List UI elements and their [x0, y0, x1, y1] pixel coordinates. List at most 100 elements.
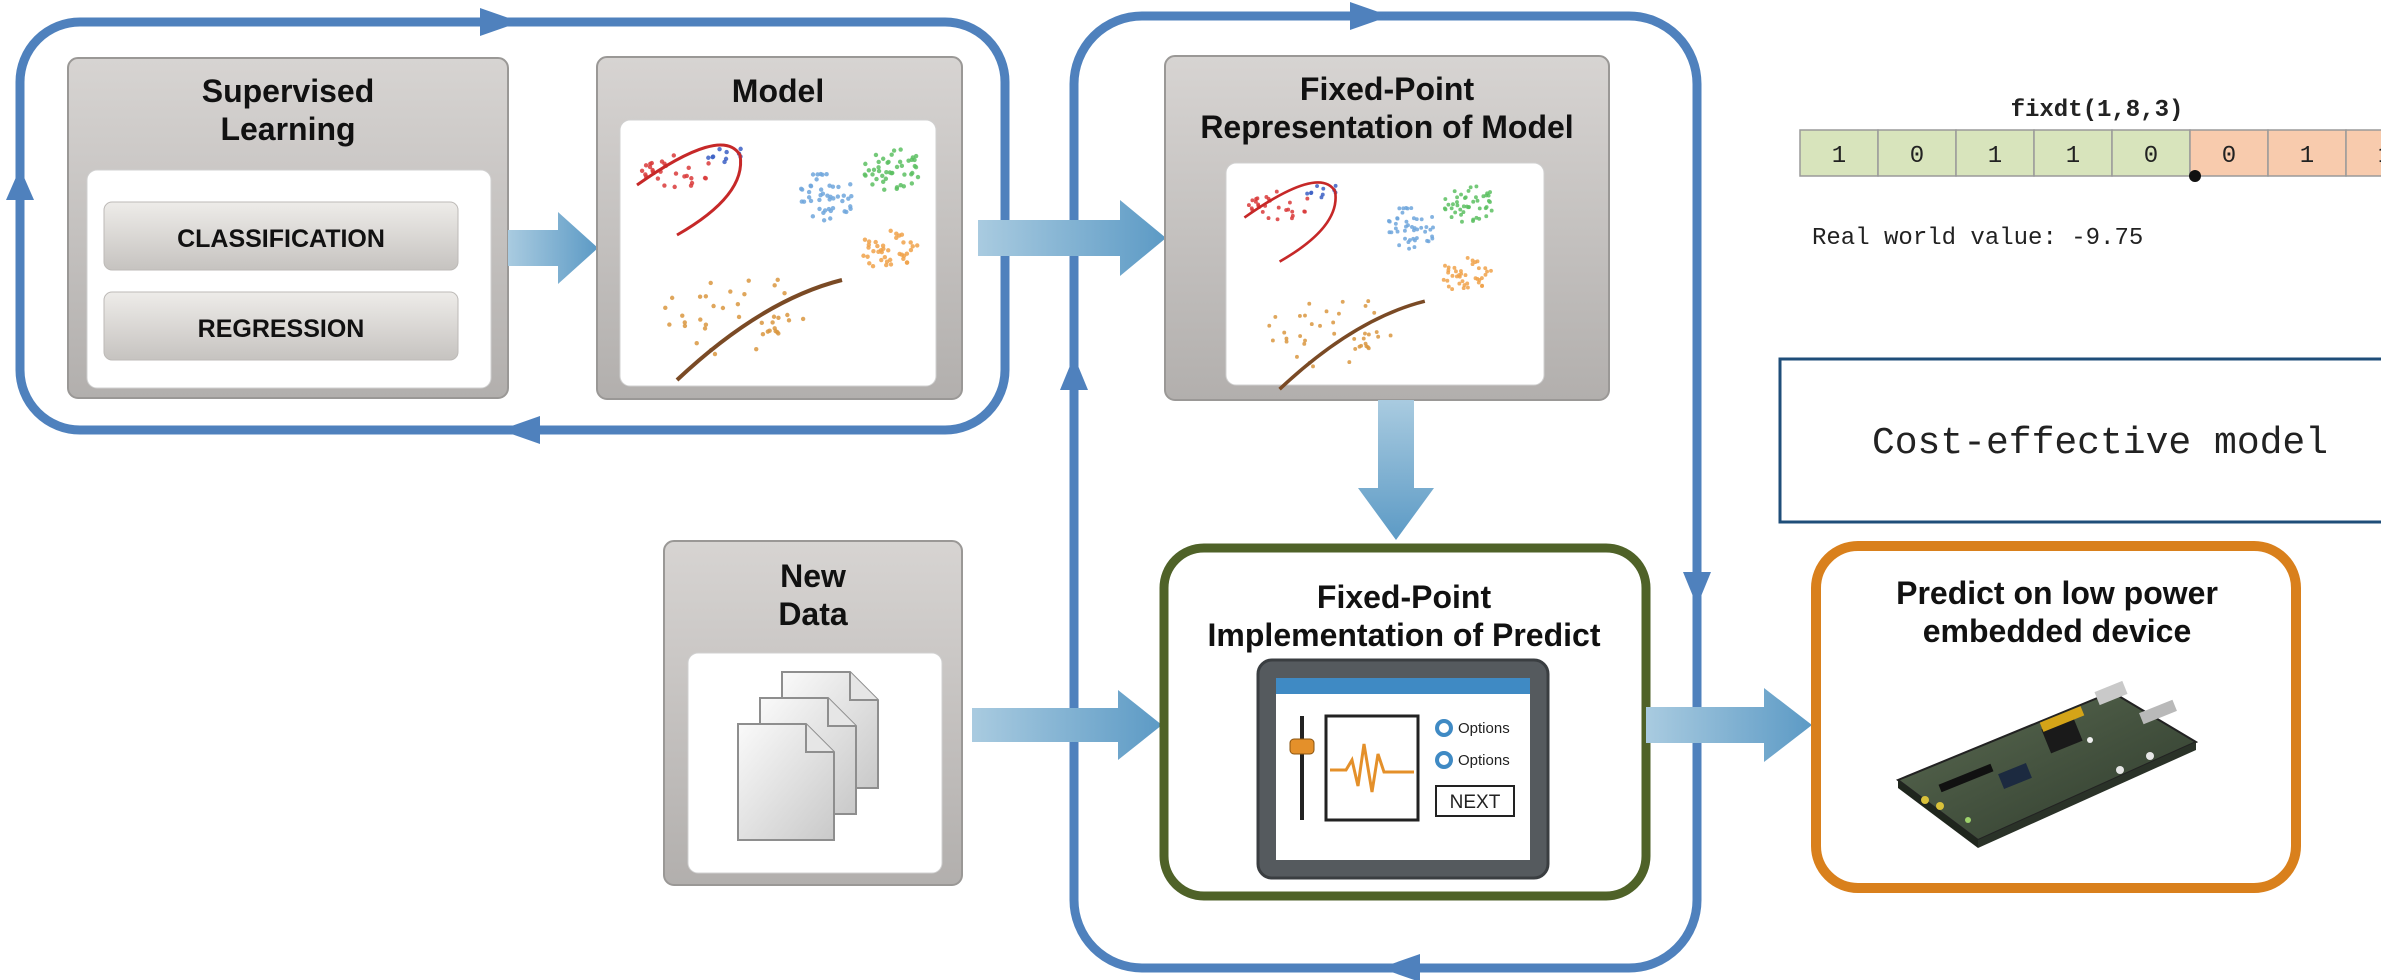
scatter-point — [708, 280, 713, 286]
arrow-model-to-fixed-point — [978, 200, 1166, 276]
scatter-point — [1405, 206, 1410, 211]
scatter-point — [1450, 287, 1455, 292]
scatter-point — [1446, 202, 1451, 207]
scatter-point — [915, 174, 921, 180]
classification-label: CLASSIFICATION — [177, 225, 385, 253]
scatter-point — [1372, 310, 1377, 315]
scatter-point — [710, 154, 716, 159]
scatter-point — [1404, 219, 1409, 224]
scatter-point — [746, 278, 751, 283]
scatter-point — [1395, 216, 1400, 221]
scatter-point — [662, 183, 667, 188]
scatter-point — [673, 171, 679, 176]
scatter-point — [1470, 262, 1475, 267]
scatter-point — [897, 233, 902, 238]
model-box: Model — [596, 56, 963, 400]
scatter-point — [879, 257, 884, 263]
scatter-point — [882, 187, 887, 192]
scatter-point — [1324, 309, 1329, 314]
model-title: Model — [732, 73, 824, 109]
bit-cell — [1955, 129, 2035, 177]
scatter-point — [775, 277, 780, 283]
scatter-point — [1457, 273, 1461, 278]
scatter-point — [717, 146, 722, 152]
bit-value: 0 — [2144, 143, 2158, 170]
scatter-point — [760, 332, 766, 337]
scatter-point — [1419, 225, 1424, 230]
scatter-point — [1290, 213, 1295, 218]
scatter-point — [887, 170, 893, 175]
scatter-point — [909, 181, 915, 186]
scatter-point — [1298, 334, 1303, 338]
fixdt-bit-representation: fixdt(1,8,3) 10110011 Real world value: … — [1799, 97, 2381, 252]
scatter-point — [861, 253, 866, 258]
scatter-point — [1319, 195, 1324, 200]
scatter-point — [1489, 208, 1494, 213]
scatter-point — [901, 253, 907, 259]
scatter-point — [862, 172, 867, 177]
scatter-point — [754, 346, 759, 352]
scatter-point — [866, 168, 872, 173]
scatter-point — [711, 303, 716, 309]
documents-icon — [737, 671, 879, 841]
scatter-point — [1486, 198, 1491, 203]
regression-label: REGRESSION — [198, 315, 365, 343]
scatter-point — [870, 182, 875, 187]
scatter-point — [886, 159, 891, 165]
scatter-point — [1353, 346, 1358, 351]
loop-arrowhead-bottom — [500, 416, 540, 444]
supervised-learning-title: Supervised — [202, 73, 375, 109]
scatter-point — [694, 341, 699, 346]
scatter-point — [689, 180, 695, 186]
scatter-point — [821, 218, 827, 223]
scatter-point — [1455, 203, 1460, 208]
scatter-point — [1276, 205, 1281, 210]
scatter-point — [873, 152, 879, 158]
scatter-point — [871, 167, 877, 172]
bit-value: 1 — [2300, 143, 2314, 170]
classification-pill — [103, 201, 459, 271]
scatter-point — [1473, 276, 1478, 281]
fixdt-header: fixdt(1,8,3) — [2011, 97, 2184, 124]
fixed-point-scatter-plot — [1243, 181, 1494, 391]
scatter-point — [882, 255, 888, 260]
scatter-point — [822, 208, 828, 213]
scatter-point — [897, 251, 902, 257]
scatter-point — [1423, 229, 1428, 234]
scatter-point — [1411, 236, 1416, 241]
scatter-point — [1374, 330, 1379, 334]
scatter-point — [1455, 195, 1460, 200]
scatter-point — [1287, 200, 1292, 205]
scatter-point — [887, 257, 893, 263]
waveform-icon — [1330, 743, 1414, 793]
scatter-point — [1303, 313, 1307, 318]
scatter-point — [1463, 273, 1468, 278]
scatter-point — [1449, 215, 1454, 220]
scatter-point — [736, 314, 742, 320]
scatter-point — [1282, 330, 1287, 335]
scatter-point — [742, 291, 747, 297]
scatter-point — [1452, 265, 1457, 270]
regression-pill — [103, 291, 459, 361]
scatter-point — [1336, 311, 1341, 316]
scatter-point — [1359, 343, 1364, 348]
fixed-point-implementation-title: Implementation of Predict — [1208, 617, 1601, 653]
scatter-point — [831, 196, 836, 201]
scatter-point — [1284, 336, 1289, 341]
scatter-point — [1485, 269, 1489, 274]
scatter-point — [1284, 208, 1289, 212]
new-data-title: Data — [778, 596, 848, 632]
scatter-point — [1266, 216, 1271, 221]
scatter-point — [1441, 277, 1446, 282]
scatter-point — [1453, 210, 1458, 215]
scatter-point — [682, 174, 687, 179]
scatter-point — [901, 240, 906, 245]
scatter-point — [1471, 217, 1476, 222]
scatter-point — [669, 295, 675, 301]
scatter-point — [1477, 277, 1482, 282]
scatter-point — [697, 294, 703, 299]
scatter-point — [867, 261, 872, 266]
scatter-point — [806, 195, 812, 200]
scatter-point — [649, 160, 654, 166]
